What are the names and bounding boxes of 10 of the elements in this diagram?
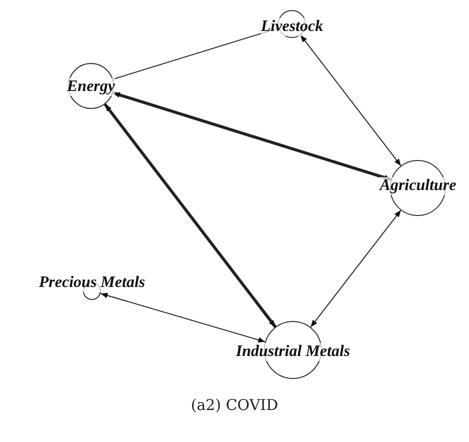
node-label: Agriculture [380, 177, 456, 195]
arrow [100, 292, 266, 343]
node-label: Livestock [260, 18, 324, 36]
arrow [310, 210, 402, 328]
node-label: Industrial Metals [236, 343, 350, 361]
node-label: Energy [67, 78, 115, 96]
node-label: Precious Metals [38, 274, 146, 292]
arrow [104, 103, 277, 328]
caption: (a2) COVID [190, 396, 280, 414]
arrow [300, 34, 402, 166]
